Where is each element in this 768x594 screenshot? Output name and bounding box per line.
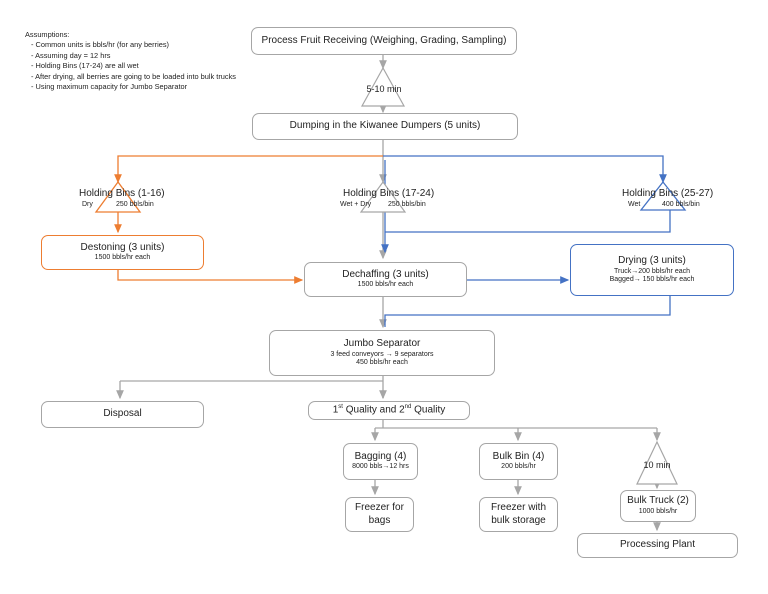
destoning-title: Destoning (3 units) <box>80 241 165 253</box>
node-receiving: Process Fruit Receiving (Weighing, Gradi… <box>251 27 517 55</box>
jumbo-line1: 3 feed conveyors → 9 separators <box>330 350 434 358</box>
holding-triangle-3 <box>639 180 687 211</box>
holding1-cap: 250 bbls/bin <box>116 201 154 208</box>
drying-line1: Truck→200 bbls/hr each <box>614 267 690 275</box>
wait-2-label: 10 min <box>643 460 671 470</box>
node-freezer-bags: Freezer for bags <box>345 497 414 532</box>
freezer-bulk-label: Freezer with bulk storage <box>490 502 546 526</box>
holding3-title: Holding Bins (25-27) <box>622 188 714 199</box>
assumption-item: - Using maximum capacity for Jumbo Separ… <box>31 82 188 92</box>
dechaffing-title: Dechaffing (3 units) <box>342 268 429 280</box>
holding2-title: Holding Bins (17-24) <box>343 188 435 199</box>
node-dechaffing: Dechaffing (3 units) 1500 bbls/hr each <box>304 262 467 297</box>
assumption-item: - Common units is bbls/hr (for any berri… <box>31 40 170 50</box>
node-freezer-bulk: Freezer with bulk storage <box>479 497 558 532</box>
holding2-type: Wet + Dry <box>340 201 372 208</box>
node-dumping-label: Dumping in the Kiwanee Dumpers (5 units) <box>289 120 481 132</box>
drying-title: Drying (3 units) <box>618 255 686 266</box>
holding3-type: Wet <box>628 201 641 208</box>
assumptions-notes: Assumptions: - Common units is bbls/hr (… <box>25 30 265 92</box>
destoning-detail: 1500 bbls/hr each <box>94 254 151 262</box>
node-dumping: Dumping in the Kiwanee Dumpers (5 units) <box>252 113 518 140</box>
jumbo-title: Jumbo Separator <box>343 338 421 349</box>
disposal-label: Disposal <box>103 408 142 420</box>
node-processing-plant: Processing Plant <box>577 533 738 558</box>
node-bulk-bin: Bulk Bin (4) 200 bbls/hr <box>479 443 558 480</box>
bulktruck-title: Bulk Truck (2) <box>627 495 689 507</box>
quality-label: 1st Quality and 2nd Quality <box>332 404 446 416</box>
node-bulk-truck: Bulk Truck (2) 1000 bbls/hr <box>620 490 696 522</box>
holding-triangle-1 <box>94 180 142 213</box>
assumption-item: - After drying, all berries are going to… <box>31 71 236 81</box>
holding1-title: Holding Bins (1-16) <box>79 188 165 199</box>
assumption-item: - Assuming day = 12 hrs <box>31 50 111 60</box>
dechaffing-detail: 1500 bbls/hr each <box>357 281 414 289</box>
node-bagging: Bagging (4) 8000 bbls→12 hrs <box>343 443 418 480</box>
blue-flow <box>383 155 667 184</box>
orange-flow <box>114 155 383 184</box>
wait-1-label: 5-10 min <box>366 84 402 94</box>
bagging-detail: 8000 bbls→12 hrs <box>352 463 409 471</box>
bagging-title: Bagging (4) <box>354 450 407 462</box>
node-destoning: Destoning (3 units) 1500 bbls/hr each <box>41 235 204 270</box>
arrow-jumbo-split <box>119 376 384 398</box>
jumbo-line2: 450 bbls/hr each <box>356 359 408 367</box>
bulkbin-detail: 200 bbls/hr <box>501 463 536 471</box>
holding1-type: Dry <box>82 201 93 208</box>
node-disposal: Disposal <box>41 401 204 428</box>
freezer-bags-label: Freezer for bags <box>355 502 404 526</box>
plant-label: Processing Plant <box>619 539 696 551</box>
holding-triangle-2 <box>359 180 407 213</box>
node-quality: 1st Quality and 2nd Quality <box>308 401 470 420</box>
node-jumbo-separator: Jumbo Separator 3 feed conveyors → 9 sep… <box>269 330 495 376</box>
wait-triangle-1 <box>360 66 406 107</box>
bulktruck-detail: 1000 bbls/hr <box>638 507 678 515</box>
drying-line2: Bagged→ 150 bbls/hr each <box>609 276 695 284</box>
holding3-cap: 400 bbls/bin <box>662 201 700 208</box>
node-receiving-label: Process Fruit Receiving (Weighing, Gradi… <box>261 34 507 46</box>
wait-triangle-2 <box>636 440 678 485</box>
node-drying: Drying (3 units) Truck→200 bbls/hr each … <box>570 244 734 296</box>
assumption-item: - Holding Bins (17-24) are all wet <box>31 61 139 71</box>
assumptions-title: Assumptions: <box>25 30 70 39</box>
holding2-cap: 250 bbls/bin <box>388 201 426 208</box>
bulkbin-title: Bulk Bin (4) <box>492 450 545 462</box>
arrow-quality-split <box>375 420 657 429</box>
